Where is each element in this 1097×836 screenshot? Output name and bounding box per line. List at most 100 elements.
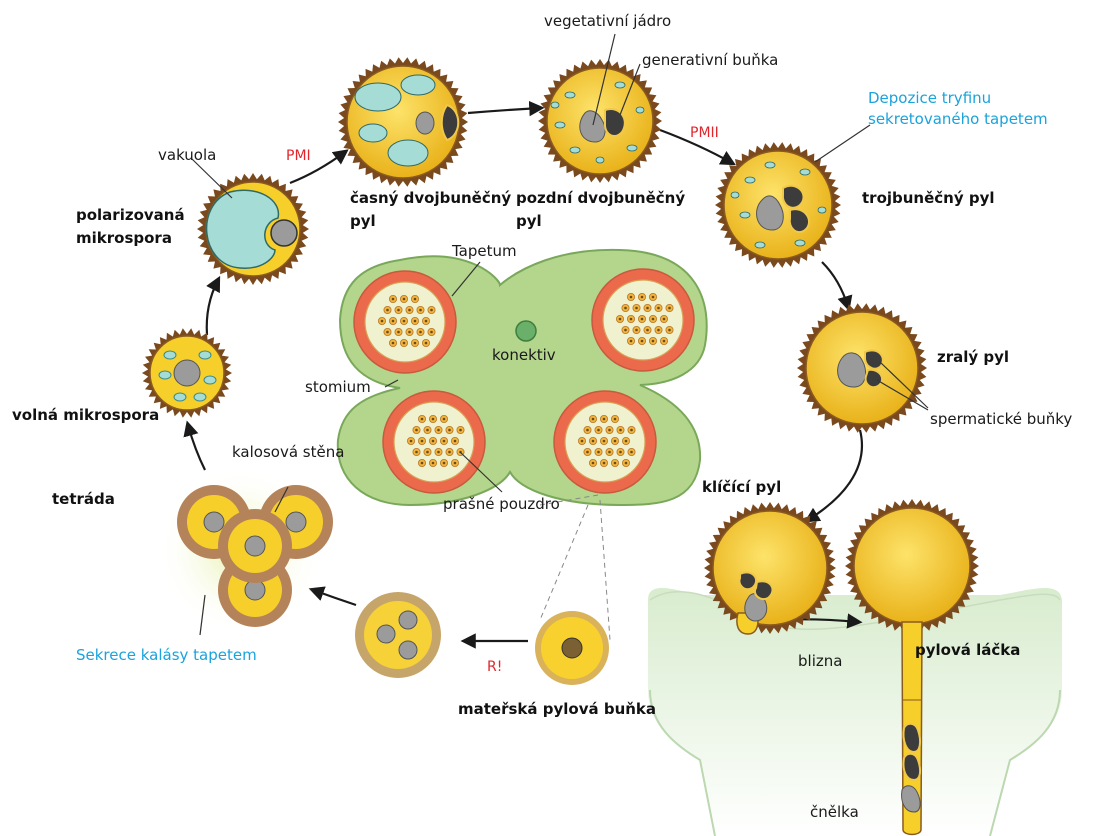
- label-sekrece: Sekrece kalásy tapetem: [76, 646, 257, 664]
- pollen-mother-cell-nucleus: [592, 418, 595, 421]
- pollen-mother-cell-nucleus: [426, 429, 429, 432]
- label-pozdni-2: pyl: [516, 212, 542, 230]
- pollen-mother-cell-nucleus: [403, 298, 406, 301]
- arrow-tricellular-to-mature: [822, 262, 848, 307]
- label-zraly: zralý pyl: [937, 348, 1009, 366]
- pollen-mother-cell-nucleus: [597, 429, 600, 432]
- label-konektiv: konektiv: [492, 346, 556, 364]
- early-bicellular-pollen: [338, 57, 468, 187]
- pollen-mother-cell-nucleus: [392, 320, 395, 323]
- pollen-mother-cell-nucleus: [430, 309, 433, 312]
- germinating-pollen: [704, 502, 836, 634]
- pollen-mother-cell-nucleus: [459, 429, 462, 432]
- pollen-mother-cell-nucleus: [663, 318, 666, 321]
- pollen-mother-cell-nucleus: [668, 329, 671, 332]
- label-klicici: klíčící pyl: [702, 478, 781, 496]
- pollen-mother-cell-nucleus: [448, 451, 451, 454]
- pollen-mother-cell-nucleus: [419, 309, 422, 312]
- pollen-mother-cell-nucleus: [646, 307, 649, 310]
- pollen-mother-cell-nucleus: [603, 418, 606, 421]
- label-cnelka: čnělka: [810, 803, 859, 821]
- pollen-mother-cell-nucleus: [443, 418, 446, 421]
- pollen-mother-cell-nucleus: [397, 331, 400, 334]
- pollen-mother-cell-nucleus: [421, 440, 424, 443]
- label-tapetum: Tapetum: [451, 242, 517, 260]
- pollen-mother-cell-nucleus: [646, 329, 649, 332]
- pollen-mother-cell-nucleus: [421, 418, 424, 421]
- pollen-mother-cell-nucleus: [586, 451, 589, 454]
- label-pylova-lacka: pylová láčka: [915, 641, 1020, 659]
- pollen-mother-cell-nucleus: [641, 296, 644, 299]
- pollen-mother-cell-nucleus: [410, 440, 413, 443]
- anther-locule-bottom-right: [554, 391, 656, 493]
- pollen-mother-cell-nucleus: [386, 331, 389, 334]
- label-polarizovana-1: polarizovaná: [76, 206, 185, 224]
- pollen-mother-cell: [535, 611, 609, 685]
- label-pmii: PMII: [690, 125, 719, 141]
- pollen-mother-cell-nucleus: [403, 342, 406, 345]
- anther-locule-bottom-left: [383, 391, 485, 493]
- mature-pollen: [797, 303, 928, 433]
- pollen-mother-cell-nucleus: [625, 440, 628, 443]
- label-casny-2: pyl: [350, 212, 376, 230]
- pollen-mother-cell-nucleus: [392, 298, 395, 301]
- label-vakuola: vakuola: [158, 146, 216, 164]
- label-materska: mateřská pylová buňka: [458, 700, 656, 718]
- tetrad: [155, 465, 333, 635]
- pollen-mother-cell-nucleus: [592, 462, 595, 465]
- pollen-mother-cell-nucleus: [414, 320, 417, 323]
- pollen-mother-cell-nucleus: [437, 451, 440, 454]
- label-spermaticke: spermatické buňky: [930, 410, 1072, 428]
- arrow-mature-to-germinating: [808, 430, 862, 520]
- pollen-mother-cell-nucleus: [663, 340, 666, 343]
- pollen-mother-cell-nucleus: [619, 429, 622, 432]
- pollen-mother-cell-nucleus: [425, 342, 428, 345]
- pollen-mother-cell-nucleus: [443, 440, 446, 443]
- pollen-mother-cell-nucleus: [603, 462, 606, 465]
- pollen-mother-cell-nucleus: [657, 307, 660, 310]
- pollen-mother-cell-nucleus: [635, 307, 638, 310]
- pollen-mother-cell-nucleus: [454, 462, 457, 465]
- pollen-mother-cell-nucleus: [592, 440, 595, 443]
- label-depozice-1: Depozice tryfinu: [868, 89, 991, 107]
- pollen-mother-cell-nucleus: [668, 307, 671, 310]
- pollen-mother-cell-nucleus: [619, 318, 622, 321]
- pollen-mother-cell-nucleus: [625, 462, 628, 465]
- pollen-mother-cell-nucleus: [586, 429, 589, 432]
- pollen-mother-cell-nucleus: [425, 320, 428, 323]
- polarized-microspore: [192, 159, 309, 285]
- pollen-mother-cell-nucleus: [381, 320, 384, 323]
- connective-tissue: [516, 321, 536, 341]
- label-pozdni-1: pozdní dvojbuněčný: [516, 189, 685, 207]
- pollen-mother-cell-nucleus: [408, 331, 411, 334]
- pollen-mother-cell-nucleus: [624, 307, 627, 310]
- pollen-mother-cell-nucleus: [581, 440, 584, 443]
- pollen-mother-cell-nucleus: [608, 429, 611, 432]
- anther-locule-top-left: [354, 271, 456, 373]
- label-polarizovana-2: mikrospora: [76, 229, 172, 247]
- pollen-mother-cell-nucleus: [630, 318, 633, 321]
- arrow-tetrad-to-free: [188, 425, 205, 470]
- label-prasne-pouzdro: prašné pouzdro: [443, 495, 560, 513]
- stigma-and-style: [648, 588, 1062, 836]
- label-trojbunecny: trojbuněčný pyl: [862, 189, 995, 207]
- pollen-mother-cell-nucleus: [415, 429, 418, 432]
- pollen-mother-cell-nucleus: [630, 296, 633, 299]
- label-generativni-bunka: generativní buňka: [642, 51, 778, 69]
- pollen-mother-cell-nucleus: [426, 451, 429, 454]
- pollen-mother-cell-nucleus: [619, 451, 622, 454]
- arrow-free-to-polarized: [207, 280, 218, 335]
- pollen-mother-cell-nucleus: [630, 429, 633, 432]
- pollen-mother-cell-nucleus: [603, 440, 606, 443]
- pollen-mother-cell-nucleus: [454, 440, 457, 443]
- pollen-mother-cell-nucleus: [657, 329, 660, 332]
- pollen-mother-cell-nucleus: [641, 318, 644, 321]
- arrow-early-to-late: [468, 108, 540, 113]
- pollen-mother-cell-nucleus: [652, 318, 655, 321]
- tricellular-pollen: [715, 125, 870, 268]
- label-volna: volná mikrospora: [12, 406, 159, 424]
- pollen-mother-cell-nucleus: [641, 340, 644, 343]
- anther-cross-section: [338, 250, 707, 640]
- pollen-mother-cell-nucleus: [624, 329, 627, 332]
